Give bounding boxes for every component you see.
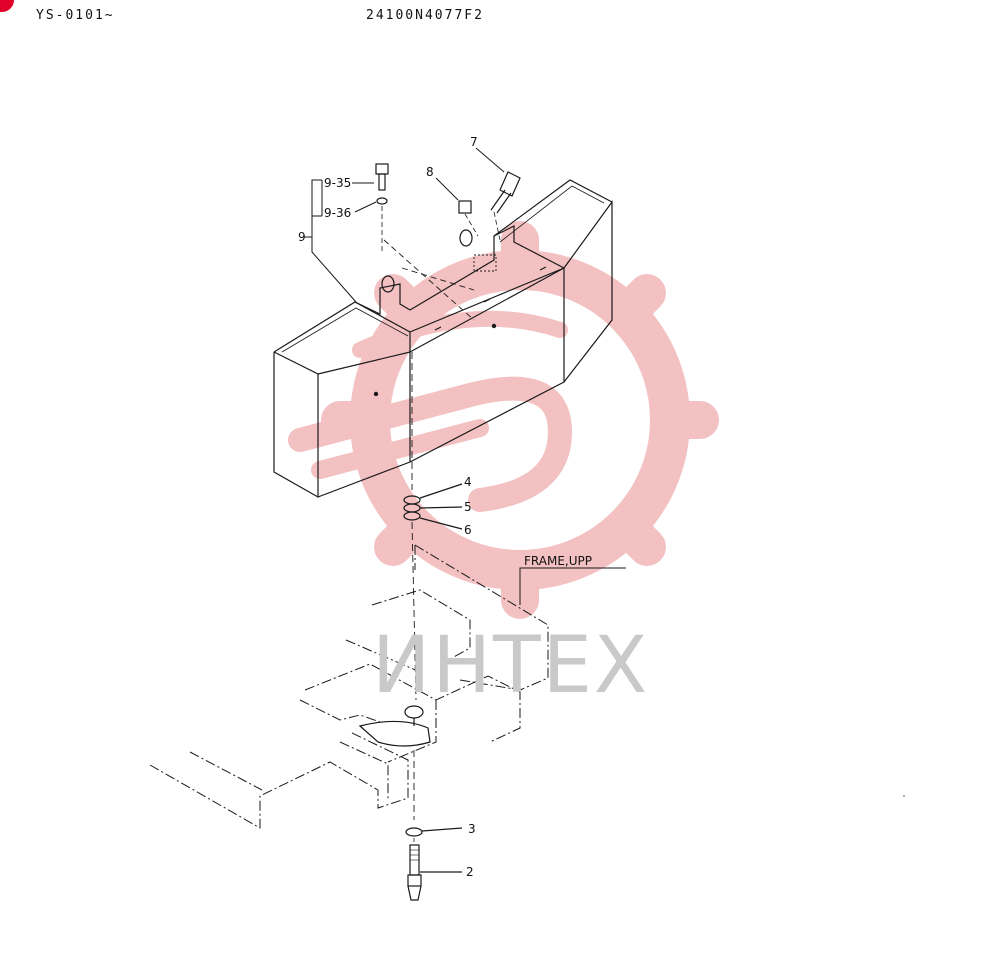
frame-label: FRAME,UPP [524, 554, 592, 568]
serial-range: YS-0101~ [36, 8, 115, 23]
callout-6: 6 [464, 523, 472, 537]
frame-boss [358, 705, 431, 820]
callout-3: 3 [468, 822, 476, 836]
callout-9: 9 [298, 230, 306, 244]
callout-labels: 7 8 9-35 9-36 9 4 5 6 3 2 FRAME,UPP [298, 135, 592, 879]
callout-9-36: 9-36 [324, 206, 351, 220]
callout-9-35: 9-35 [324, 176, 351, 190]
callout-4: 4 [464, 475, 472, 489]
item9-bracket [304, 147, 505, 303]
callout-2: 2 [466, 865, 474, 879]
top-hardware [375, 163, 521, 252]
callout-7: 7 [470, 135, 478, 149]
callout-5: 5 [464, 500, 472, 514]
part-number: 24100N4077F2 [366, 8, 484, 23]
watermark-text: ИНТЕХ [372, 621, 649, 711]
callout-8: 8 [426, 165, 434, 179]
bottom-bolt [405, 827, 463, 901]
frame-label-leader [519, 567, 626, 605]
upper-frame [149, 544, 549, 829]
stray-mark [903, 795, 905, 797]
counterweight [273, 179, 613, 499]
